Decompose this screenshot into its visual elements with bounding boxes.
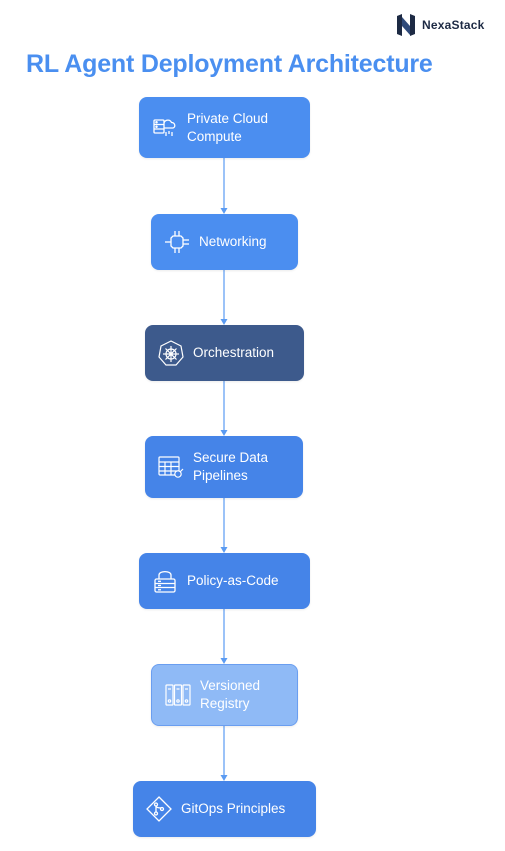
cloud-server-icon — [151, 114, 179, 142]
data-grid-icon — [157, 453, 185, 481]
arrowhead-1 — [220, 208, 228, 214]
brand-logo: NexaStack — [396, 14, 485, 36]
arrowhead-4 — [220, 547, 228, 553]
node-orchestration[interactable]: Orchestration — [145, 325, 304, 381]
node-label: Policy-as-Code — [187, 573, 279, 589]
node-gitops-principles[interactable]: GitOps Principles — [133, 781, 316, 837]
node-versioned-registry[interactable]: Versioned Registry — [151, 664, 298, 726]
node-policy-as-code[interactable]: Policy-as-Code — [139, 553, 310, 609]
node-secure-data-pipelines[interactable]: Secure Data Pipelines — [145, 436, 303, 498]
node-label: GitOps Principles — [181, 801, 286, 817]
lock-icon — [151, 567, 179, 595]
arrowhead-3 — [220, 430, 228, 436]
git-branch-icon — [145, 795, 173, 823]
arrowhead-6 — [220, 775, 228, 781]
node-label: Private Cloud Compute — [187, 110, 269, 144]
brand-name: NexaStack — [422, 18, 485, 32]
arrowhead-5 — [220, 658, 228, 664]
node-label: Orchestration — [193, 345, 275, 361]
node-private-cloud-compute[interactable]: Private Cloud Compute — [139, 97, 310, 158]
nexastack-logo-icon — [397, 14, 415, 36]
node-networking[interactable]: Networking — [151, 214, 298, 270]
node-label: Versioned Registry — [200, 678, 261, 711]
node-label: Secure Data Pipelines — [193, 450, 269, 483]
node-label: Networking — [199, 234, 267, 250]
helm-wheel-icon — [157, 339, 185, 367]
page-title: RL Agent Deployment Architecture — [26, 50, 433, 78]
arrowhead-2 — [220, 319, 228, 325]
cabinet-icon — [164, 681, 192, 709]
network-chip-icon — [163, 228, 191, 256]
